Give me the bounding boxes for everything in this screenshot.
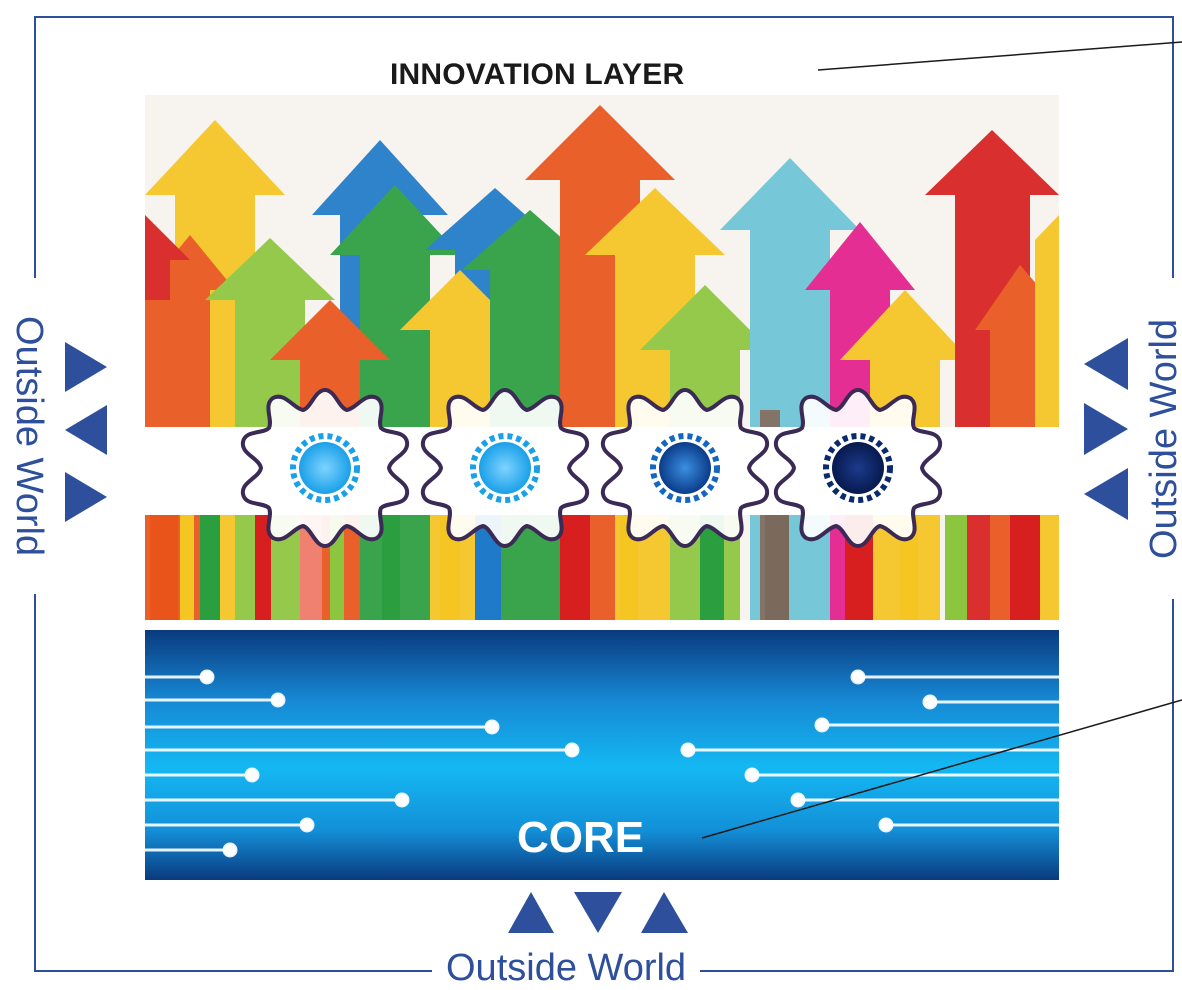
innovation-callout-line (817, 41, 1182, 71)
innovation-layer-label: INNOVATION LAYER (390, 58, 685, 91)
outside-world-bottom-label: Outside World (432, 946, 701, 990)
innovation-layer-image (145, 95, 1059, 620)
triangle-left-icon (1084, 338, 1128, 390)
gear-icon (420, 387, 590, 549)
gear-icon (600, 387, 770, 549)
outside-world-left-label: Outside World (8, 278, 50, 594)
triangle-up-icon (508, 892, 554, 933)
arrow-shape (1035, 215, 1059, 620)
core-panel (145, 630, 1059, 880)
triangle-right-icon (1084, 403, 1128, 455)
triangle-down-icon (574, 892, 622, 933)
triangle-left-icon (65, 405, 107, 455)
triangle-left-icon (1084, 468, 1128, 520)
triangle-right-icon (65, 342, 107, 392)
gear-row (240, 387, 943, 549)
gear-icon (240, 387, 410, 549)
core-label: CORE (517, 813, 645, 862)
triangle-right-icon (65, 472, 107, 522)
core-callout-line (701, 699, 1182, 839)
frame-top-line (34, 16, 1174, 18)
triangle-up-icon (641, 892, 688, 933)
outside-world-right-label: Outside World (1143, 278, 1182, 599)
gear-icon (773, 387, 943, 549)
arrow-shape (145, 215, 190, 300)
